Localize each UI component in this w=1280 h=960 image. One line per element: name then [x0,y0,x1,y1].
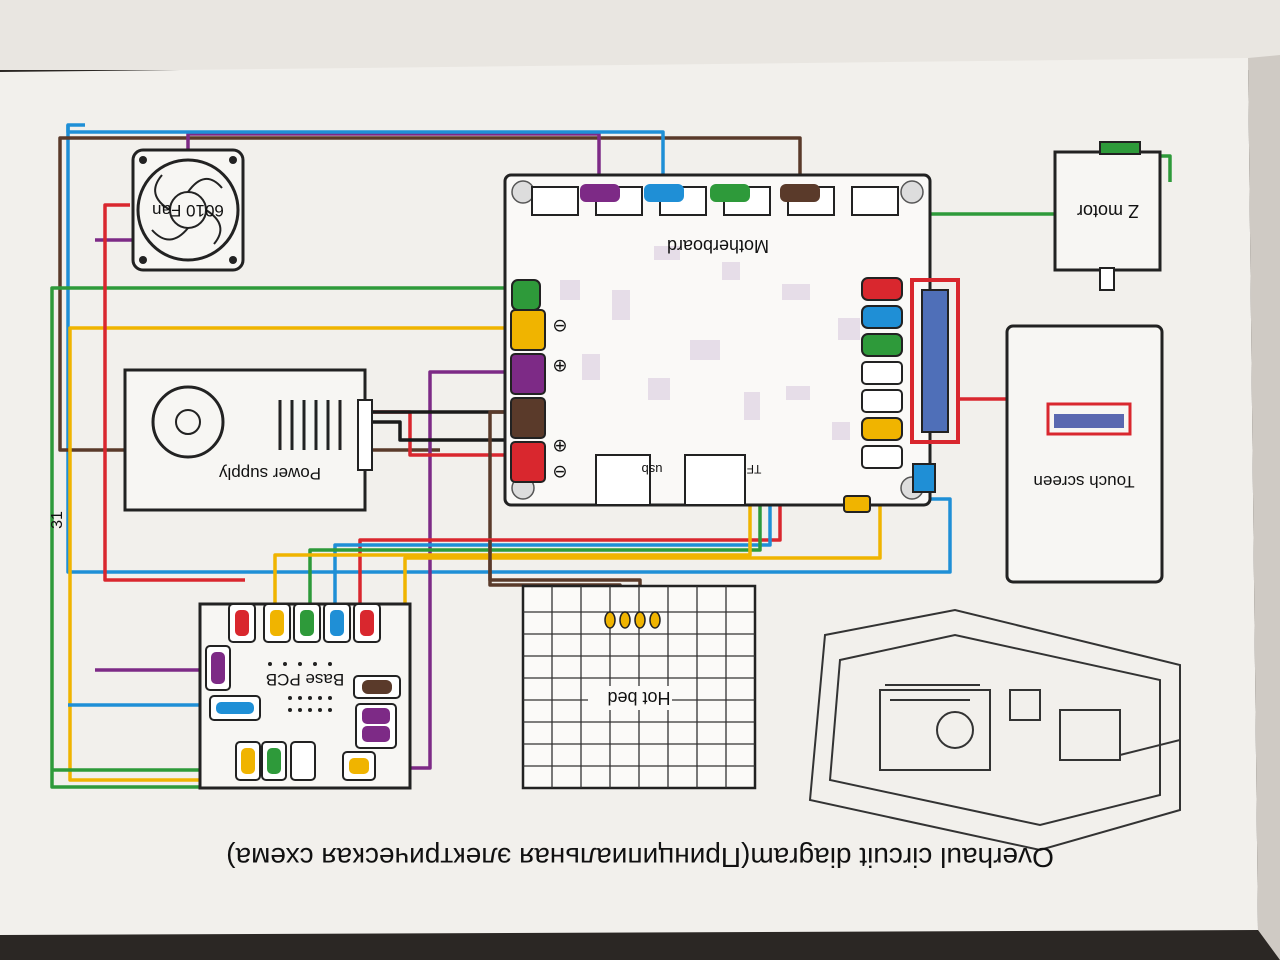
tf-card-slot [684,454,746,506]
motherboard-label: Motherboard [667,236,769,256]
hot-bed-pins [604,611,661,629]
fan-blades [151,174,223,245]
yellow-wire-left [68,326,520,782]
touch-screen-data-wire [66,123,952,574]
motherboard-power-connectors: ⊖ ⊕ ⊕ ⊖ [510,279,568,483]
diagram-content: 6010 Fan Power supply [49,123,1181,873]
motherboard-components [560,246,860,440]
usb-label: usb [642,462,663,477]
green-wire-left [50,286,520,789]
ribbon-connector-highlight [910,278,960,444]
usb-port [595,454,651,506]
hot-bed: Hot bed [521,584,757,790]
touch-screen: Touch screen [1005,324,1164,584]
polarity-minus-top: ⊖ [552,316,567,336]
motherboard-top-connectors [531,184,899,216]
motherboard-right-connectors [861,277,903,469]
diagram-title: Overhaul circuit diagram(Принципиальная … [226,842,1054,873]
power-supply: Power supply [123,368,373,512]
printer-illustration [808,608,1181,852]
polarity-plus-bottom: ⊕ [552,436,567,456]
fan-label: 6010 Fan [152,201,224,220]
ribbon-connector [921,289,949,433]
fan-red-wire [103,203,245,582]
page-edge-shadow [1248,55,1280,960]
tf-label: TF [747,462,762,476]
psu-vents [278,400,342,450]
desk-surface [0,0,1280,70]
base-pcb-bottom-connectors [235,741,376,781]
z-motor-label: Z motor [1077,201,1139,221]
z-motor: Z motor [1053,141,1162,291]
touch-screen-label: Touch screen [1033,472,1134,491]
hotbed-thermistor-port [843,495,871,513]
base-pcb-label: Base PCB [266,670,344,689]
psu-fan-grill [151,385,225,459]
polarity-minus-bottom: ⊖ [552,462,567,482]
motherboard: ⊖ ⊕ ⊕ ⊖ usb TF [503,173,960,513]
blue-wire-top [66,125,665,214]
power-supply-label: Power supply [218,464,321,483]
touch-screen-port [912,463,936,493]
page-number: 31 [49,511,66,529]
base-pcb-pins [268,662,332,712]
polarity-plus-top: ⊕ [552,356,567,376]
base-pcb-top-connectors [228,603,381,643]
fan-6010: 6010 Fan [131,148,245,272]
psu-terminal-block [357,399,373,471]
hot-bed-label: Hot bed [607,688,670,708]
base-pcb: Base PCB [198,602,412,790]
